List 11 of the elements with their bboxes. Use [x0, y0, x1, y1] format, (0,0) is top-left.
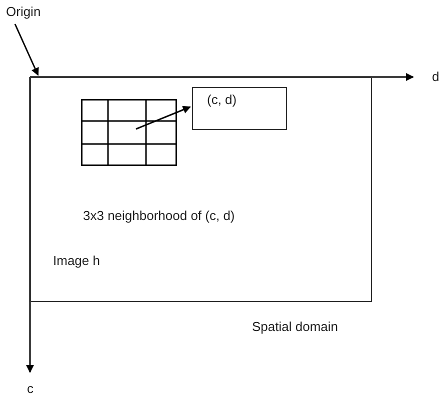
axis-label: c: [27, 381, 34, 397]
origin-label: Origin: [6, 4, 41, 20]
image-label: Image h: [53, 253, 100, 269]
coordinate-label: (c, d): [207, 92, 237, 108]
arrow: [136, 106, 191, 130]
axis-label: d: [432, 69, 440, 85]
arrow: [14, 24, 39, 76]
caption-text: 3x3 neighborhood of (c, d): [83, 208, 235, 224]
domain-label: Spatial domain: [252, 319, 338, 335]
pixel-box: [192, 87, 287, 130]
image-frame: [30, 77, 372, 302]
